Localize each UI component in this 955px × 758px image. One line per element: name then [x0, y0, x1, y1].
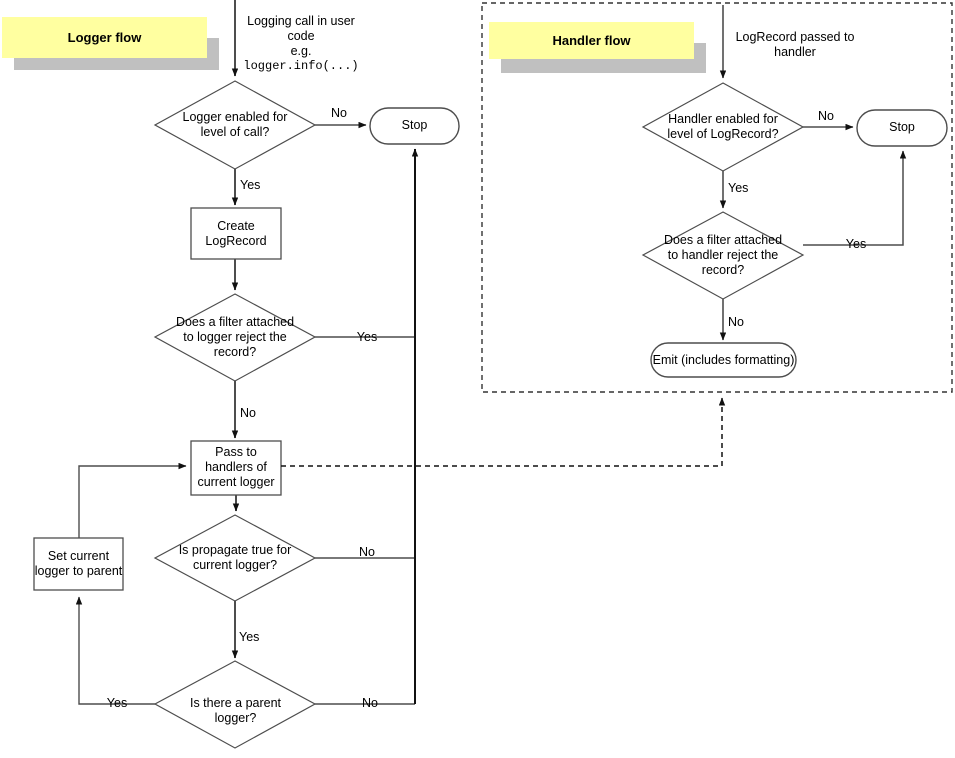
handler-entry-note-line1: LogRecord passed to — [735, 30, 855, 44]
logger-entry-note-code: logger.info(...) — [243, 59, 359, 73]
node-set-parent-shape — [33, 537, 124, 591]
logger-entry-note: Logging call in user code e.g. logger.in… — [242, 14, 360, 74]
edge-set-parent-to-pass — [78, 462, 187, 538]
edge-label-handler-filter-yes: Yes — [845, 237, 867, 251]
logger-flow-title: Logger flow — [2, 17, 207, 58]
node-logger-enabled-shape — [153, 80, 317, 170]
edge-has-parent-yes — [75, 596, 155, 705]
node-create-logrecord-shape — [190, 207, 282, 260]
handler-flow-title-label: Handler flow — [552, 33, 631, 48]
edge-label-logger-enabled-yes: Yes — [240, 178, 261, 192]
node-emit-shape — [650, 342, 797, 378]
edge-pass-to-handler-flow — [281, 397, 726, 467]
edge-label-is-propagate-yes: Yes — [239, 630, 260, 644]
edge-label-handler-enabled-yes: Yes — [728, 181, 749, 195]
node-has-parent-shape — [153, 660, 317, 749]
handler-entry-note-line2: handler — [774, 45, 816, 59]
logger-flow-title-label: Logger flow — [67, 30, 142, 45]
handler-flow-region — [481, 2, 953, 393]
edge-label-handler-enabled-no: No — [818, 109, 834, 123]
edge-handler-filter-yes — [803, 150, 907, 246]
edge-label-handler-filter-no: No — [728, 315, 744, 329]
node-handler-filter-shape — [641, 211, 805, 300]
logger-entry-note-line1: Logging call in user — [247, 14, 355, 28]
logger-entry-note-line3: e.g. — [290, 44, 312, 58]
edge-label-logger-enabled-no: No — [331, 106, 347, 120]
node-handler-stop-shape — [856, 109, 948, 147]
logger-entry-note-line2: code — [287, 29, 315, 43]
handler-flow-title: Handler flow — [489, 22, 694, 59]
node-pass-to-handlers-shape — [190, 440, 282, 496]
node-logger-filter-shape — [153, 293, 317, 382]
node-is-propagate-shape — [153, 514, 317, 602]
handler-entry-note: LogRecord passed to handler — [730, 30, 860, 60]
node-logger-stop-shape — [369, 107, 460, 145]
edge-label-logger-filter-no: No — [240, 406, 256, 420]
edge-label-logger-filter-yes: Yes — [356, 330, 378, 344]
edge-label-has-parent-no: No — [362, 696, 378, 710]
node-handler-enabled-shape — [641, 82, 805, 172]
edge-label-is-propagate-no: No — [359, 545, 375, 559]
edge-label-has-parent-yes: Yes — [106, 696, 128, 710]
